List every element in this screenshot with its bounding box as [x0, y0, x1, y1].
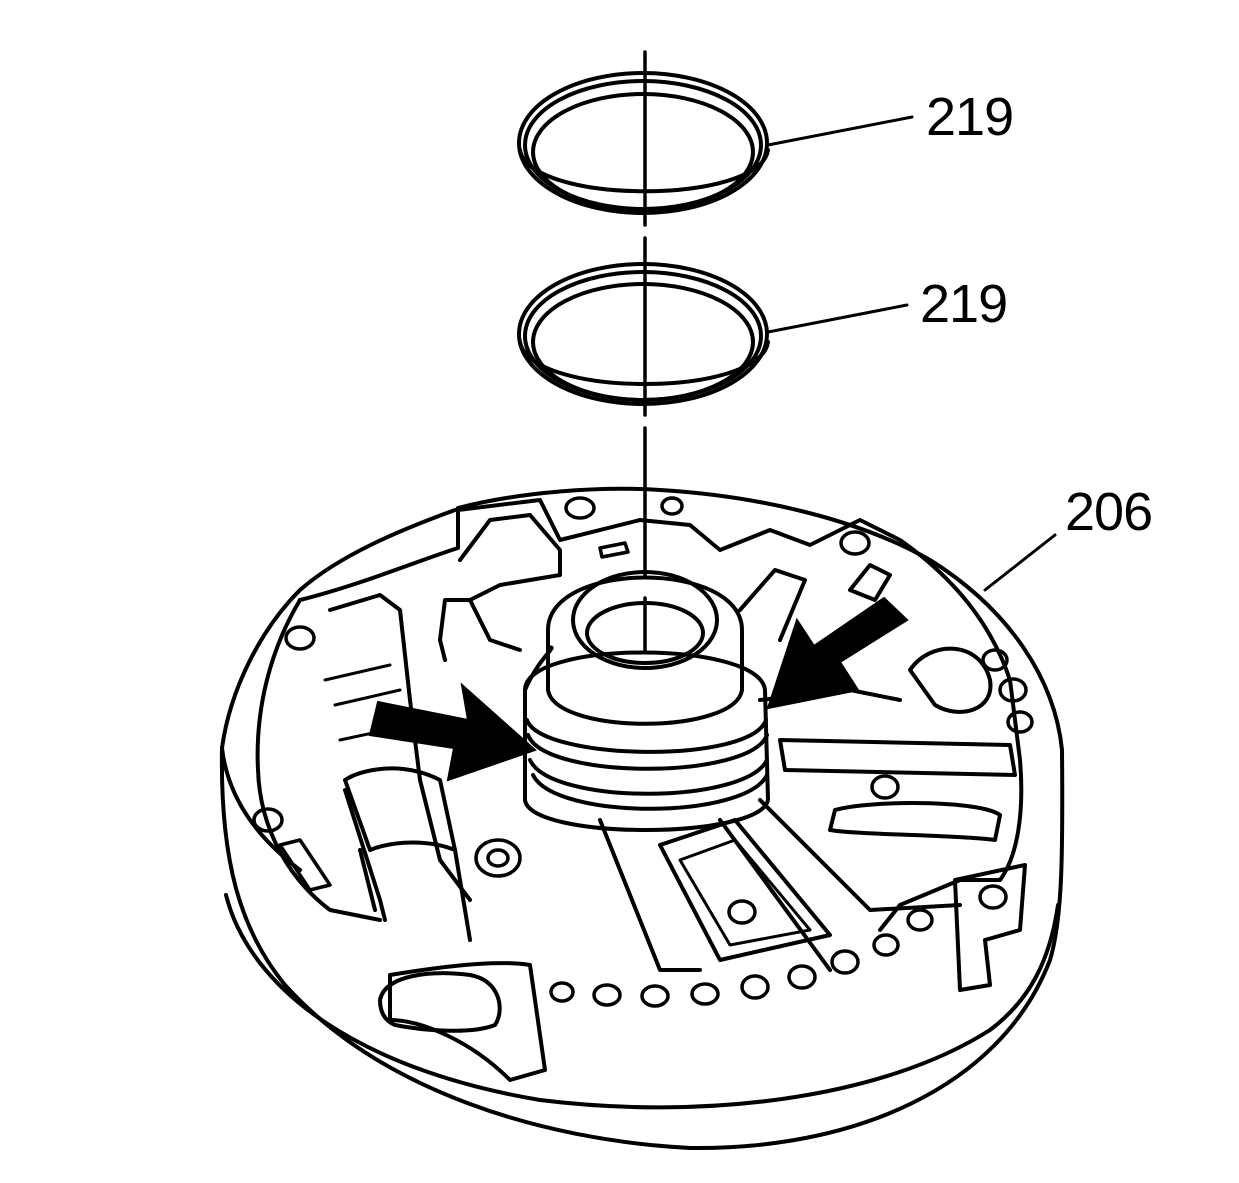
hole [830, 949, 860, 975]
right-rib-1 [778, 738, 1017, 777]
lower-seal-ring [517, 262, 770, 406]
hole [978, 884, 1008, 910]
callout-label-lower-ring: 219 [920, 274, 1007, 334]
right-indicator-arrow [766, 596, 909, 710]
hole [740, 974, 770, 1000]
slot [598, 541, 630, 559]
leader-lines [766, 115, 1057, 592]
right-kidney-2 [848, 563, 892, 602]
hole [787, 964, 817, 990]
hole [474, 838, 522, 878]
hole [252, 807, 284, 833]
hole [284, 625, 316, 651]
left-slot-lower [358, 848, 472, 942]
front-left-bracket [388, 961, 547, 1082]
slot [278, 838, 332, 892]
hole [660, 496, 684, 516]
hole [727, 899, 757, 925]
hole [998, 677, 1028, 703]
callout-label-upper-ring: 219 [926, 87, 1013, 147]
hub-base [523, 650, 770, 832]
hub-groove-4 [531, 773, 769, 811]
hub-groove-3 [528, 758, 769, 796]
hole [839, 530, 871, 556]
hole [981, 648, 1009, 672]
hole [1006, 710, 1034, 734]
leader-line-pump-body [983, 533, 1057, 592]
front-spoke-diagonal [758, 798, 962, 912]
indicator-arrows [368, 596, 909, 782]
hole [690, 982, 720, 1006]
right-rib-2 [828, 801, 1002, 842]
pump-body-flange-line [224, 893, 1060, 1110]
hub-groove-1 [525, 718, 768, 754]
left-indicator-arrow [368, 682, 537, 782]
pump-body-inner-plate [298, 498, 1024, 932]
hole [486, 848, 510, 868]
hole [564, 496, 596, 520]
hole [872, 933, 900, 957]
hole [592, 983, 622, 1007]
pump-body-outer-wall [219, 746, 1065, 1151]
upper-seal-ring [517, 71, 770, 215]
front-left-lobe [378, 971, 502, 1033]
callout-label-pump-body: 206 [1065, 482, 1152, 542]
front-spoke-left [598, 818, 702, 972]
hole [870, 774, 900, 800]
hole [549, 981, 575, 1003]
left-channel [328, 593, 472, 902]
center-rectangular-pocket [658, 818, 832, 962]
right-upper-slot-2 [738, 568, 807, 642]
hub-groove-2 [526, 733, 769, 771]
front-right-bracket [953, 863, 1027, 992]
left-curved-slot [343, 766, 457, 852]
center-rectangular-pocket-inner [678, 838, 812, 947]
upper-left-structure [438, 513, 562, 662]
hole [640, 984, 670, 1008]
center-hub [523, 570, 770, 832]
hub-shoulder-top [523, 645, 554, 692]
hole [906, 908, 934, 932]
leader-line-upper-ring [766, 115, 914, 147]
pump-body [219, 486, 1065, 1151]
pump-body-top-rim-back [456, 486, 1064, 752]
leader-line-lower-ring [766, 303, 909, 334]
pump-body-holes [252, 496, 1034, 1008]
pump-body-top-rim-left [220, 508, 457, 750]
pump-body-inner-plate-left [255, 598, 382, 922]
upper-left-structure-2 [468, 598, 522, 652]
left-channel-lower [343, 788, 387, 922]
right-kidney [908, 646, 993, 714]
